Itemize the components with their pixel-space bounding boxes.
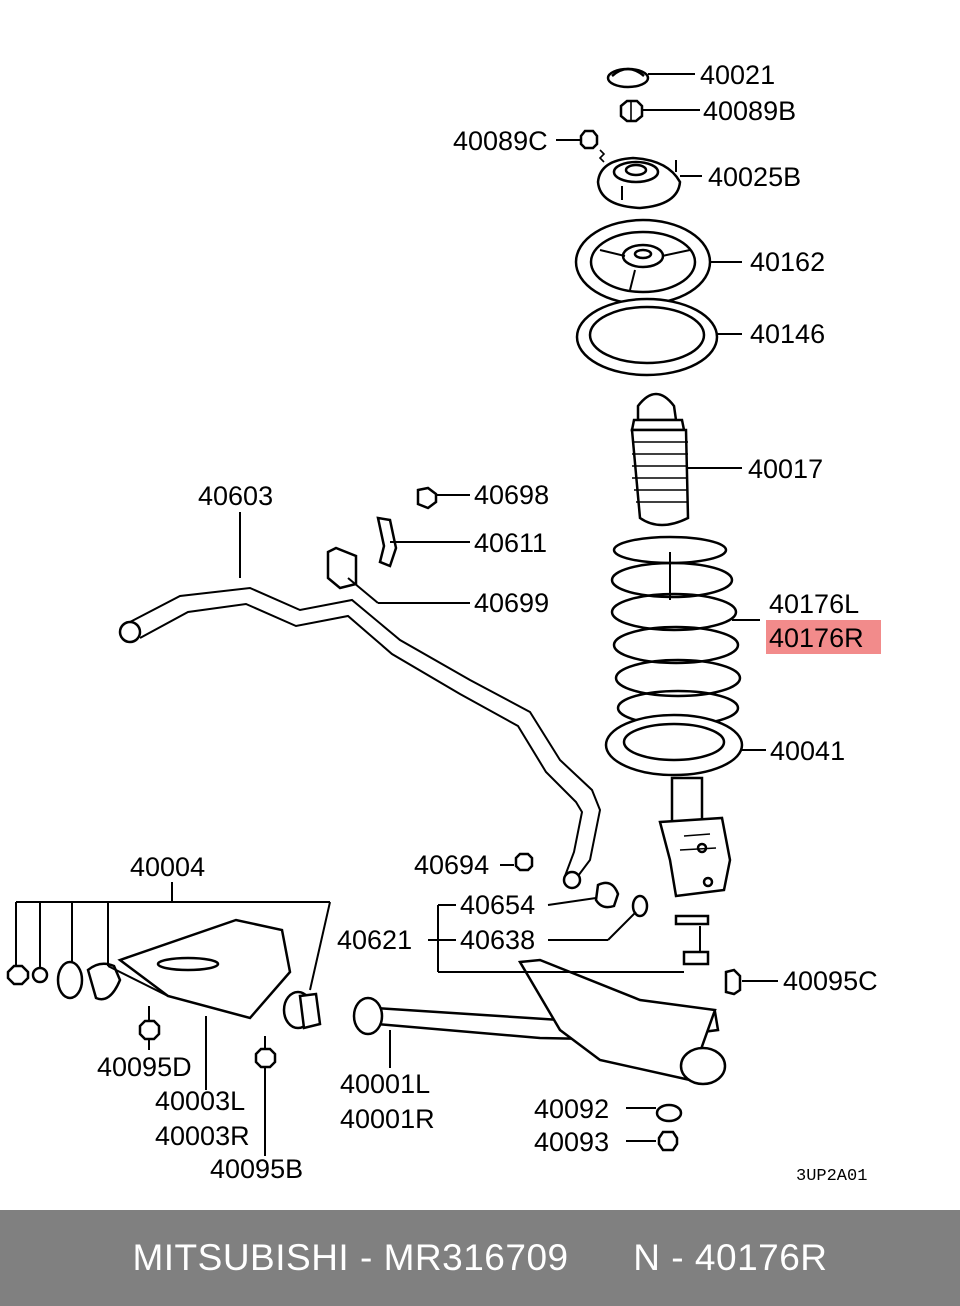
- label-40001l: 40001L: [340, 1069, 430, 1099]
- label-40089b: 40089B: [703, 96, 796, 126]
- label-40095d: 40095D: [97, 1052, 192, 1082]
- dust-cap-drawing: [606, 67, 650, 89]
- label-40021: 40021: [700, 60, 775, 90]
- lower-arm-drawing: [117, 918, 727, 1086]
- footer-ref-prefix: N: [633, 1237, 661, 1278]
- bushing-clamp-drawing: [326, 486, 438, 590]
- label-40004: 40004: [130, 852, 205, 882]
- highlight-box: [766, 620, 881, 654]
- label-40146: 40146: [750, 319, 825, 349]
- label-40089c: 40089C: [453, 126, 548, 156]
- stabilizer-link-drawing: [674, 914, 710, 966]
- label-40092: 40092: [534, 1094, 609, 1124]
- label-40001r: 40001R: [340, 1104, 435, 1134]
- leader-lines: [15, 73, 778, 1156]
- label-40176l: 40176L: [769, 589, 859, 619]
- label-40694: 40694: [414, 850, 489, 880]
- label-40095c: 40095C: [783, 966, 878, 996]
- bump-boot-drawing: [630, 392, 690, 527]
- label-40611: 40611: [474, 528, 547, 558]
- label-40638: 40638: [460, 925, 535, 955]
- arm-bushings-drawing: [6, 881, 649, 1030]
- label-40654: 40654: [460, 890, 535, 920]
- label-40699: 40699: [474, 588, 549, 618]
- coil-spring-drawing: [610, 535, 742, 727]
- bolts-drawing: [138, 852, 742, 1152]
- upper-mount-drawing: [596, 156, 682, 210]
- stabilizer-bar-drawing: [118, 586, 602, 890]
- footer-brand: MITSUBISHI: [132, 1237, 350, 1278]
- label-40025b: 40025B: [708, 162, 801, 192]
- label-40698: 40698: [474, 480, 549, 510]
- label-40176r: 40176R: [769, 623, 864, 653]
- label-40095b: 40095B: [210, 1154, 303, 1184]
- label-40017: 40017: [748, 454, 823, 484]
- label-40003l: 40003L: [155, 1086, 245, 1116]
- label-40162: 40162: [750, 247, 825, 277]
- label-40093: 40093: [534, 1127, 609, 1157]
- label-40603: 40603: [198, 481, 273, 511]
- footer-ref-number: 40176R: [694, 1237, 828, 1278]
- nut-40089b-drawing: [619, 99, 644, 123]
- footer-separator: -: [359, 1237, 373, 1278]
- spring-pad-drawing: [575, 297, 719, 377]
- parts-diagram: 40021 40089B 40089C 40025B 40162 40146 4…: [6, 60, 881, 1186]
- label-40003r: 40003R: [155, 1121, 250, 1151]
- label-40041: 40041: [770, 736, 845, 766]
- label-40621: 40621: [337, 925, 412, 955]
- strut-assembly-drawing: [604, 713, 744, 898]
- footer-bar: MITSUBISHI - MR316709 N - 40176R: [0, 1210, 960, 1306]
- footer-part-number: MR316709: [383, 1237, 569, 1278]
- spring-seat-upper-drawing: [574, 218, 712, 306]
- diagram-code: 3UP2A01: [796, 1167, 867, 1186]
- nut-40089c-drawing: [579, 129, 606, 163]
